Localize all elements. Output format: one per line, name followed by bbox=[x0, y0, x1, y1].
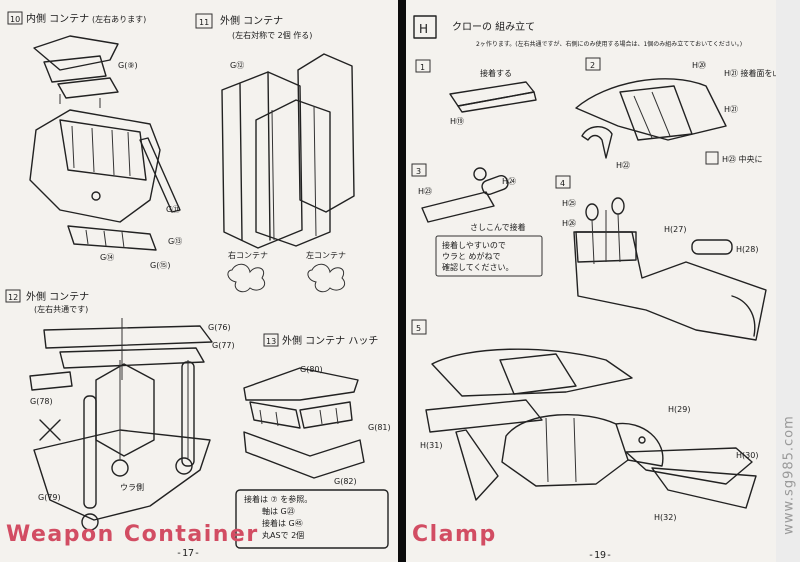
right-part-h26: H㉖ bbox=[562, 219, 576, 228]
right-part-h29: H(29) bbox=[668, 405, 690, 414]
right-part-h21: H㉑ bbox=[724, 105, 738, 114]
step-3-note-1: 接着しやすいので bbox=[442, 240, 506, 250]
step-2-box bbox=[585, 57, 601, 71]
left-part-g80: G(80) bbox=[300, 365, 323, 374]
step-3-drawing bbox=[421, 167, 509, 223]
section-11-note: (左右対称で 2個 作る) bbox=[232, 30, 312, 40]
right-part-h22: H㉒ bbox=[616, 161, 630, 170]
step-4-note: H㉓ 中央に bbox=[722, 154, 763, 164]
left-part-g82: G(82) bbox=[334, 477, 357, 486]
note-line-2: 軸は G㉓ bbox=[262, 506, 295, 516]
section-13-box bbox=[263, 333, 279, 347]
left-page-drawings: 10 内側 コンテナ (左右あります) G(⑨) G⑪ G⑬ G⑭ G(⑮ bbox=[5, 11, 391, 549]
step-2-text: H㉑ 接着面を山に bbox=[724, 68, 776, 78]
right-part-h27: H(27) bbox=[664, 225, 686, 234]
section-12-note: (左右共通です) bbox=[34, 304, 88, 314]
watermark-text: www.sg985.com bbox=[781, 415, 797, 535]
right-part-h24: H㉔ bbox=[502, 177, 516, 186]
step-4-box bbox=[555, 175, 571, 189]
outer-container-underside-drawing bbox=[29, 318, 213, 531]
left-part-g12: G⑫ bbox=[230, 61, 244, 70]
site-watermark: www.sg985.com bbox=[777, 400, 800, 550]
step-5-number: 5 bbox=[416, 324, 421, 333]
right-part-h23: H㉓ bbox=[418, 187, 432, 196]
step-3-note-2: ウラと めがねで bbox=[442, 251, 501, 261]
section-11-number: 11 bbox=[199, 18, 209, 27]
right-part-h28: H(28) bbox=[736, 245, 758, 254]
section-10-number: 10 bbox=[10, 15, 20, 24]
right-page: H クローの 組み立て 2ヶ作ります。(左右共通ですが、右側にのみ使用する場合は… bbox=[406, 0, 776, 562]
watermark-strip bbox=[776, 0, 800, 562]
left-part-g9: G(⑨) bbox=[118, 61, 138, 70]
note-line-1: 接着は ⑦ を参照。 bbox=[244, 494, 312, 504]
note-line-3: 接着は G㊺ bbox=[262, 518, 303, 528]
binding-gutter bbox=[398, 0, 406, 562]
section-12-number: 12 bbox=[8, 293, 18, 302]
step-4-note-box bbox=[705, 151, 719, 165]
left-part-g11: G⑪ bbox=[166, 205, 180, 214]
inner-label-right: 右コンテナ bbox=[228, 250, 268, 260]
left-part-g81: G(81) bbox=[368, 423, 391, 432]
step-4-drawing bbox=[573, 197, 767, 341]
outer-container-drawing bbox=[221, 53, 355, 293]
section-13-title: 外側 コンテナ ハッチ bbox=[282, 334, 378, 347]
step-2-drawing bbox=[575, 78, 727, 159]
weapon-container-caption: Weapon Container bbox=[6, 522, 259, 547]
step-5-drawing bbox=[425, 348, 757, 509]
right-part-h25: H㉕ bbox=[562, 199, 576, 208]
section-12-box bbox=[5, 289, 21, 303]
left-part-g79: G(79) bbox=[38, 493, 61, 502]
section-h-letter: H bbox=[419, 22, 428, 36]
section-11-box bbox=[195, 13, 213, 29]
left-part-g76: G(76) bbox=[208, 323, 231, 332]
section-10-title: 内側 コンテナ bbox=[26, 12, 89, 25]
step-3-text: さしこんで接着 bbox=[470, 222, 526, 232]
left-part-g15: G(⑮) bbox=[150, 261, 170, 270]
right-part-h31: H(31) bbox=[420, 441, 442, 450]
right-part-h19: H⑲ bbox=[450, 117, 464, 126]
section-12-title: 外側 コンテナ bbox=[26, 290, 89, 303]
step-4-number: 4 bbox=[560, 179, 565, 188]
left-part-g77: G(77) bbox=[212, 341, 235, 350]
step-1-box bbox=[415, 59, 431, 73]
left-page: 10 内側 コンテナ (左右あります) G(⑨) G⑪ G⑬ G⑭ G(⑮ bbox=[0, 0, 398, 562]
left-part-g14: G⑭ bbox=[100, 253, 114, 262]
right-page-drawings: H クローの 組み立て 2ヶ作ります。(左右共通ですが、右側にのみ使用する場合は… bbox=[411, 15, 776, 522]
step-3-note-3: 確認してください。 bbox=[442, 262, 514, 272]
clamp-caption: Clamp bbox=[412, 522, 497, 547]
hatch-drawing bbox=[243, 367, 365, 479]
step-1-drawing bbox=[449, 81, 537, 113]
left-page-number: -17- bbox=[176, 548, 201, 559]
inner-label-underside: ウラ側 bbox=[120, 482, 144, 492]
clamp-header-note: 2ヶ作ります。(左右共通ですが、右側にのみ使用する場合は、1個のみ組み立てておい… bbox=[476, 40, 742, 48]
left-part-g13: G⑬ bbox=[168, 237, 182, 246]
right-page-number: -19- bbox=[588, 550, 613, 561]
step-3-box bbox=[411, 163, 427, 177]
note-box bbox=[235, 489, 389, 549]
step-2-number: 2 bbox=[590, 61, 595, 70]
right-part-h30: H(30) bbox=[736, 451, 758, 460]
section-11-title: 外側 コンテナ bbox=[220, 14, 283, 27]
step-5-box bbox=[411, 319, 427, 335]
step-1-text: 接着する bbox=[480, 68, 512, 78]
step-3-note-box bbox=[435, 235, 543, 277]
clamp-header-title: クローの 組み立て bbox=[452, 20, 535, 33]
section-h-box bbox=[413, 15, 437, 39]
step-1-number: 1 bbox=[420, 63, 425, 72]
section-10-box bbox=[7, 11, 23, 25]
inner-label-left: 左コンテナ bbox=[306, 250, 346, 260]
right-part-h32: H(32) bbox=[654, 513, 676, 522]
section-13-number: 13 bbox=[266, 337, 276, 346]
inner-container-drawing bbox=[29, 35, 181, 251]
note-line-4: 丸ASで 2個 bbox=[262, 530, 304, 540]
right-part-h20: H⑳ bbox=[692, 61, 706, 70]
left-part-g78: G(78) bbox=[30, 397, 53, 406]
step-3-number: 3 bbox=[416, 167, 421, 176]
section-10-note: (左右あります) bbox=[92, 14, 146, 24]
